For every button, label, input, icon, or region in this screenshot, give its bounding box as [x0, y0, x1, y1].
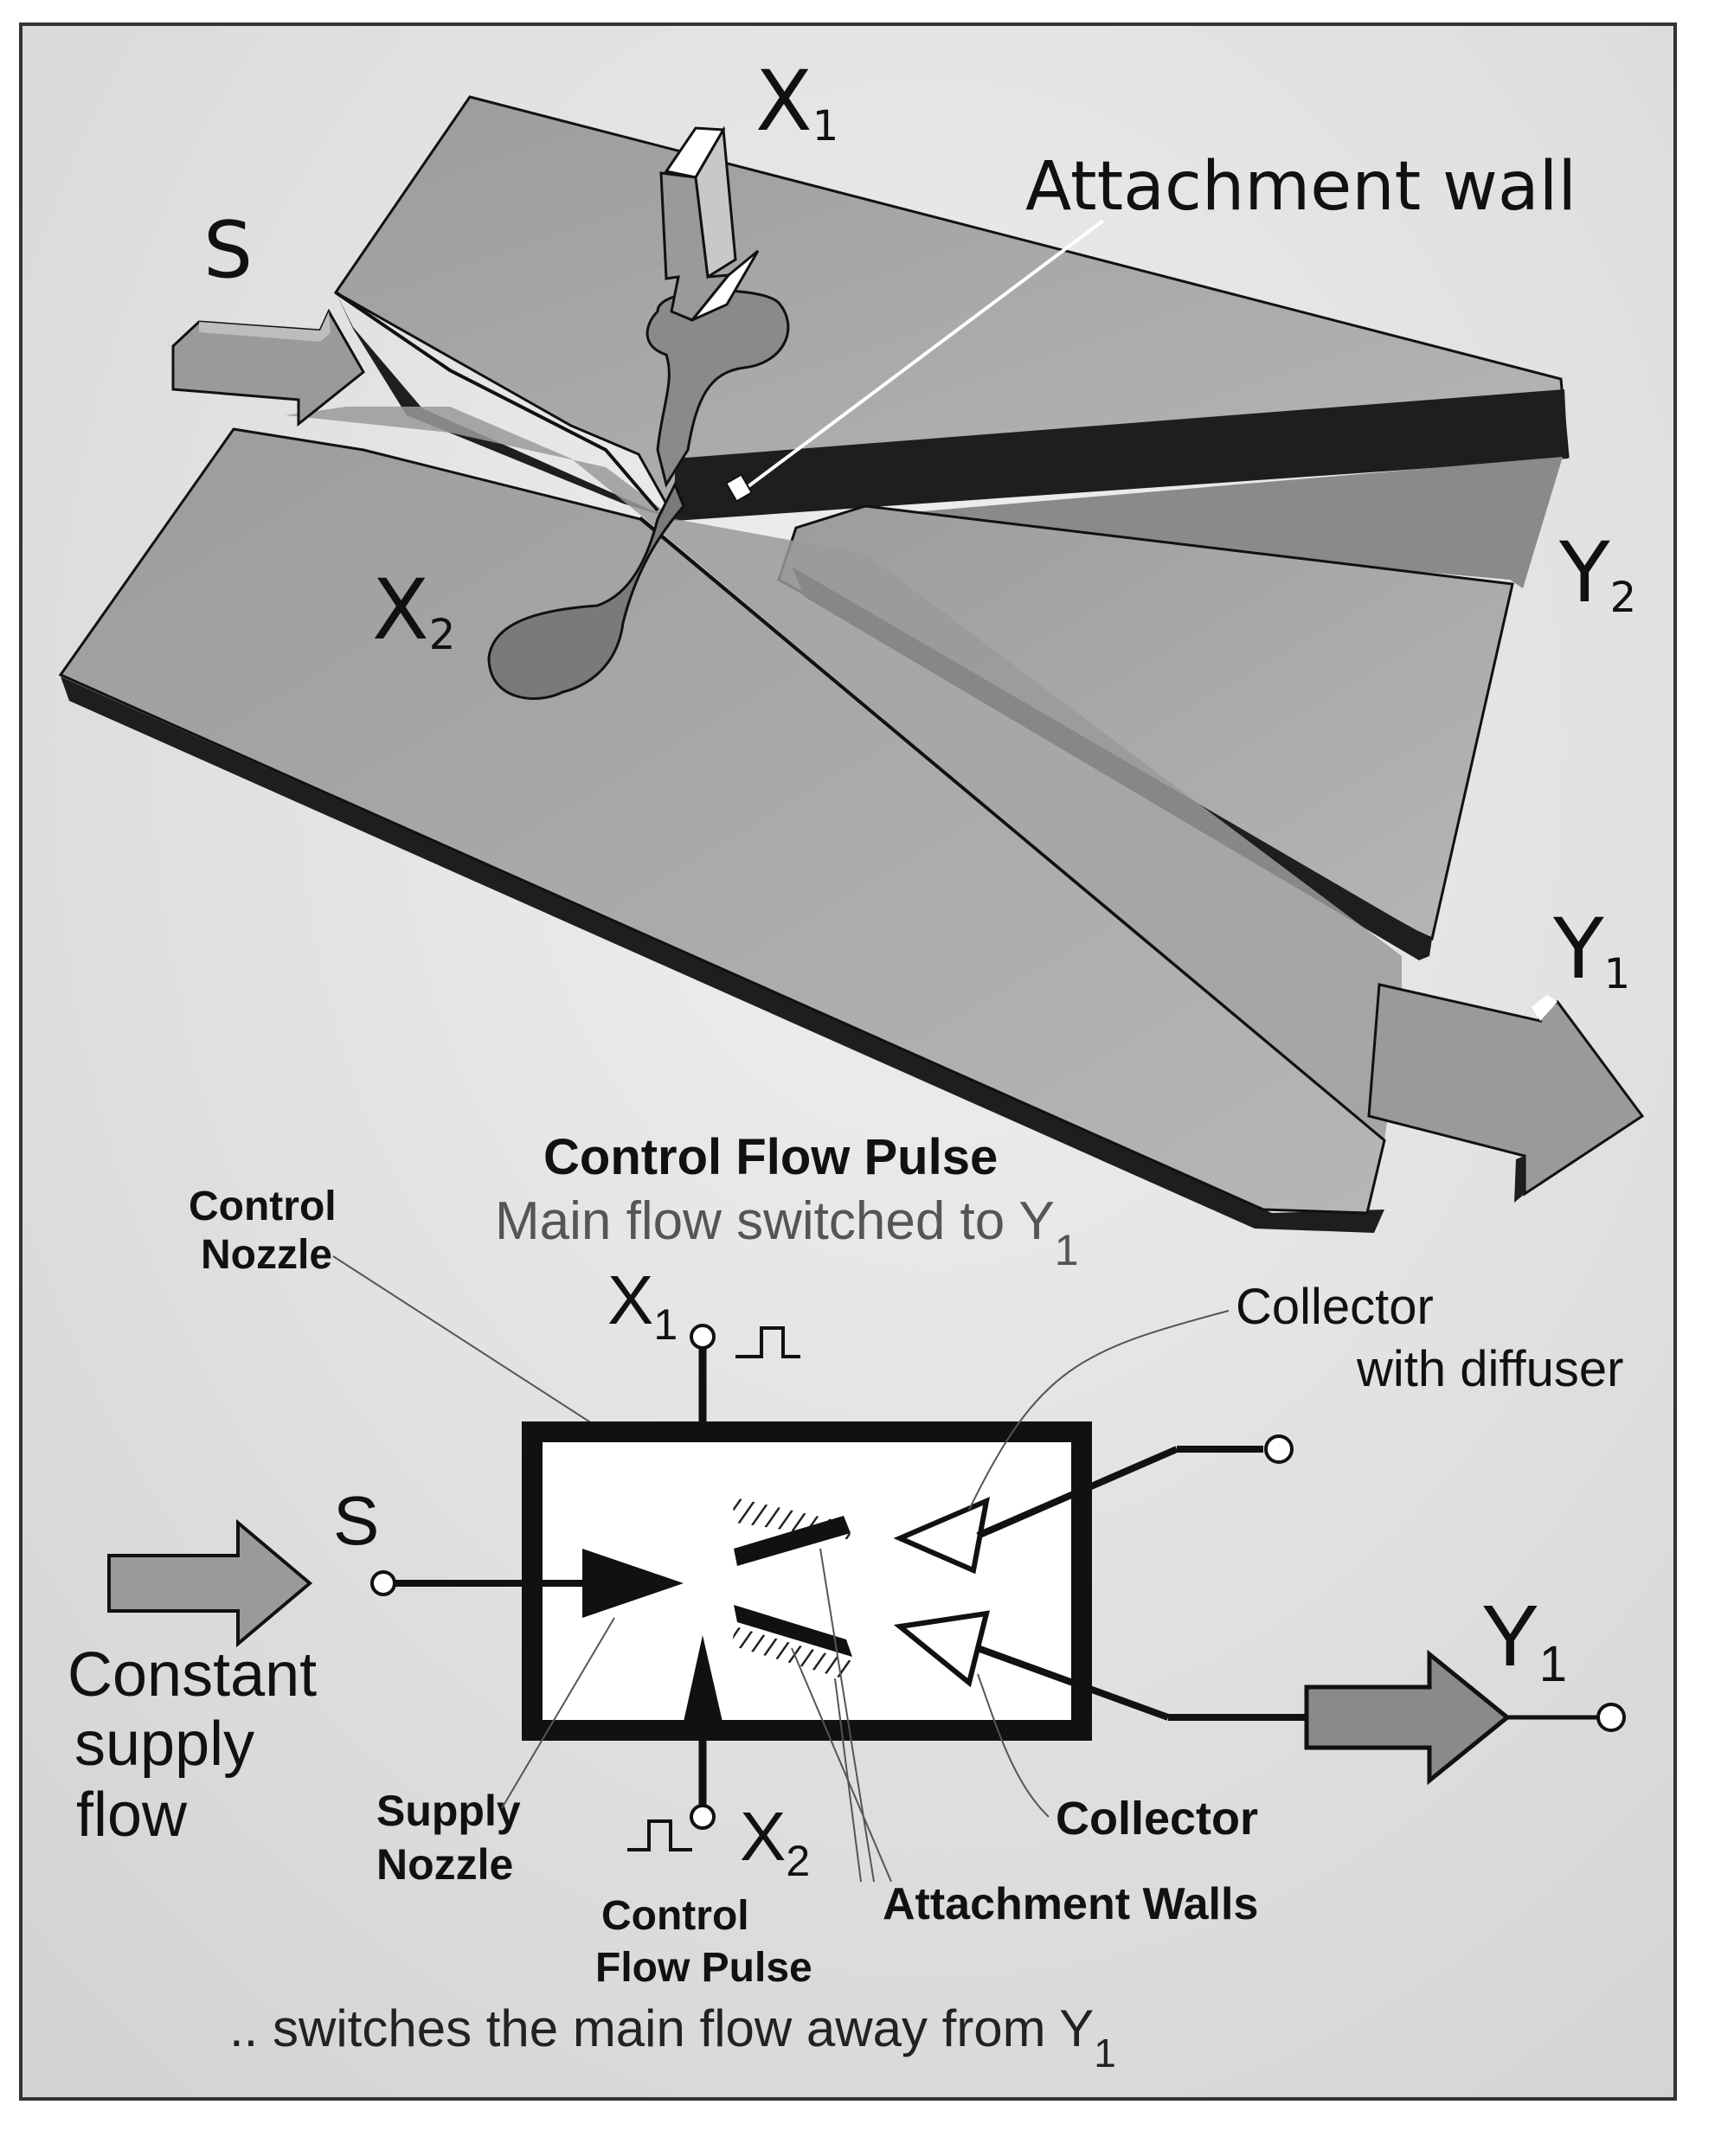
- lower-attachment-wall: [734, 1605, 852, 1657]
- s-port: [370, 1570, 396, 1596]
- attachment-walls-label: Attachment Walls: [883, 1879, 1258, 1929]
- iso-y1-label: Y1: [1552, 901, 1630, 998]
- iso-x1-label: X1: [755, 53, 838, 151]
- collector-leader: [977, 1673, 1050, 1818]
- footer-caption: .. switches the main flow away from Y1: [229, 1999, 1116, 2076]
- schem-y1-label: Y1: [1481, 1588, 1567, 1692]
- supply-nozzle: [582, 1549, 684, 1618]
- schematic: Control Flow Pulse Main flow switched to…: [67, 1129, 1626, 2076]
- pulse-title: Control Flow Pulse: [543, 1129, 998, 1185]
- y2-channel-floor: [831, 457, 1563, 588]
- lower-channel-edge: [639, 516, 1385, 1142]
- x1-port: [690, 1324, 716, 1350]
- control-nozzle-label: Control Nozzle: [189, 1184, 348, 1278]
- y1-output-arrow: [1304, 1649, 1511, 1786]
- x2-port-cavity: [487, 481, 685, 700]
- attachment-walls-leader-a: [819, 1548, 875, 1883]
- schem-x2-label: X2: [740, 1798, 810, 1885]
- isometric-element: X1 Attachment wall S X2 Y2 Y1: [58, 53, 1645, 1233]
- upper-collector-line-a: [976, 1446, 1178, 1539]
- throat-edge: [334, 291, 659, 512]
- s-inflow-arrow: [171, 308, 365, 427]
- iso-y2-label: Y2: [1558, 524, 1636, 622]
- schem-s-label: S: [333, 1482, 379, 1559]
- collector-label: Collector: [1056, 1793, 1258, 1845]
- y1-output-port: [1596, 1703, 1626, 1732]
- iso-attachment-wall-label: Attachment wall: [1025, 148, 1577, 226]
- x2-control-nozzle: [684, 1635, 722, 1722]
- attachment-wall-leader: [740, 219, 1105, 493]
- iso-s-label: S: [203, 205, 253, 296]
- attachment-wall-marker: [724, 473, 754, 503]
- upper-output-port: [1264, 1434, 1294, 1464]
- lower-block-top: [58, 427, 1386, 1215]
- attachment-walls-leader-b: [791, 1647, 892, 1883]
- pulse-subtitle: Main flow switched to Y1: [495, 1191, 1079, 1274]
- constant-supply-label: Constant supply flow: [67, 1640, 334, 1850]
- collector-diffuser-label: Collector with diffuser: [1236, 1279, 1623, 1397]
- y1-outflow-arrow: [1367, 983, 1645, 1203]
- lower-wall-hatch: [731, 1627, 852, 1680]
- lower-collector-line-a: [976, 1645, 1170, 1721]
- supply-nozzle-label: Supply Nozzle: [376, 1787, 533, 1889]
- upper-attachment-wall: [734, 1516, 851, 1566]
- x1-port-cavity: [645, 289, 790, 488]
- supply-nozzle-leader: [501, 1617, 615, 1809]
- x2-pulse-symbol: [627, 1819, 692, 1851]
- attachment-walls: [731, 1497, 852, 1680]
- iso-x2-label: X2: [372, 561, 455, 659]
- supply-flow-arrow: [107, 1518, 313, 1648]
- schem-x1-label: X1: [607, 1261, 678, 1349]
- collector-diffuser-leader: [968, 1310, 1230, 1511]
- x2-port: [690, 1804, 716, 1830]
- main-channel-floor: [286, 407, 1402, 1140]
- upper-block-dark-band: [675, 389, 1568, 521]
- x1-inflow-arrow: [659, 125, 760, 322]
- attachment-walls-leader-c: [834, 1678, 862, 1883]
- x1-pulse-symbol: [735, 1326, 800, 1358]
- control-flow-pulse-label: Control Flow Pulse: [595, 1893, 812, 1991]
